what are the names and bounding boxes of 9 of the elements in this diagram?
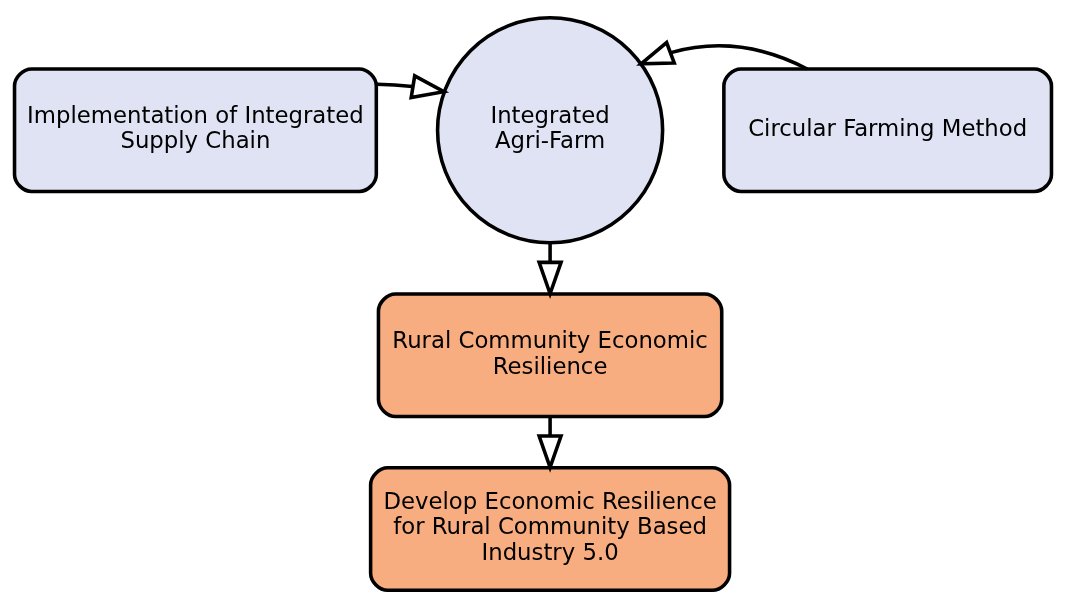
arrow xyxy=(536,242,564,299)
node-box: Develop Economic Resilience for Rural Community Based Industry 5.0 xyxy=(368,465,732,592)
node-box: Circular Farming Method xyxy=(722,66,1054,193)
arrow xyxy=(376,72,450,100)
node-box: Rural Community Economic Resilience xyxy=(376,291,724,418)
arrow xyxy=(536,416,564,473)
node-circle: Integrated Agri-Farm xyxy=(435,15,665,245)
node-box: Implementation of Integrated Supply Chain xyxy=(12,66,379,193)
arrow xyxy=(636,39,809,71)
